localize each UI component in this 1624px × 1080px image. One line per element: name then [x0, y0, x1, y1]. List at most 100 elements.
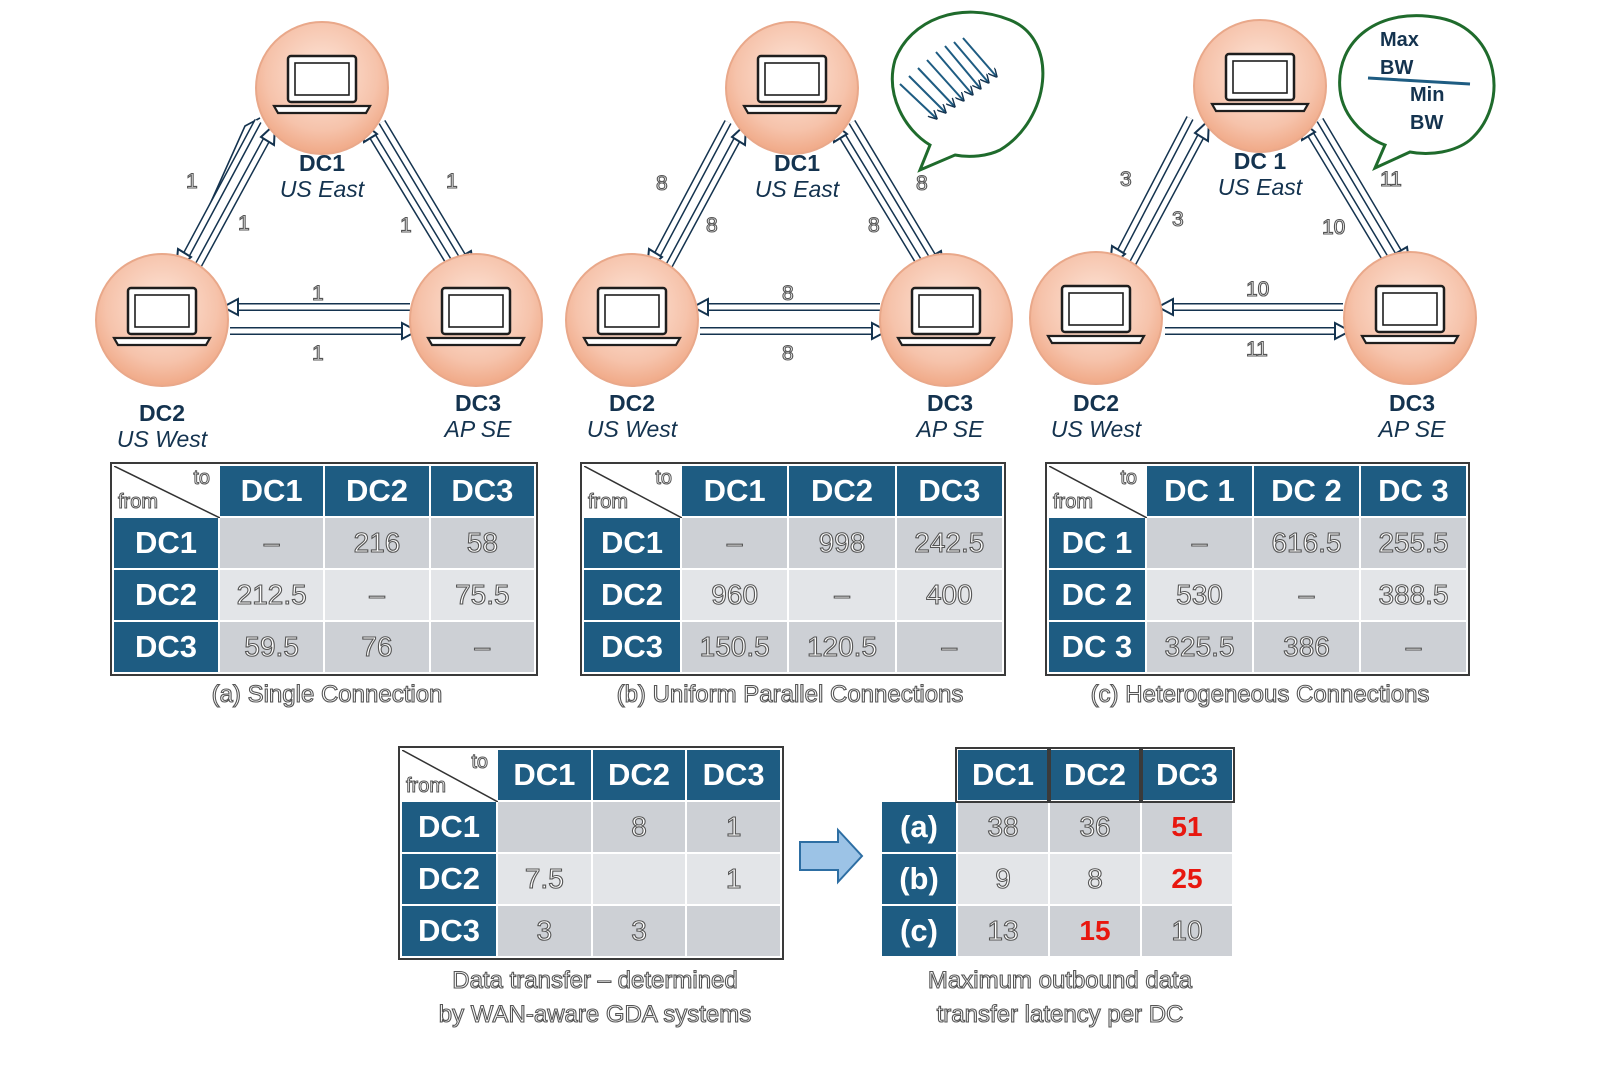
edge-label: 1 [399, 213, 412, 237]
node-name: DC2 [608, 390, 655, 416]
max-latency-cell: 15 [1048, 904, 1142, 958]
edge-label: 8 [867, 213, 880, 237]
table-cell: 255.5 [1359, 516, 1468, 570]
row-header: DC 3 [1047, 620, 1147, 674]
caption-max-latency: Maximum outbound data transfer latency p… [860, 964, 1260, 1031]
node-location: US East [754, 176, 840, 203]
row-header: DC2 [400, 852, 498, 906]
diagonal-divider [402, 750, 498, 802]
edge-label: 8 [781, 281, 794, 305]
table-cell [496, 800, 593, 854]
table-cell: 212.5 [217, 568, 326, 622]
table-cell: 75.5 [428, 568, 537, 622]
column-header: DC3 [1139, 747, 1235, 803]
node-name: DC1 [773, 150, 820, 176]
right-arrow-icon [799, 827, 864, 885]
edge-label: 8 [781, 341, 794, 365]
node-label-dc3: DC3 AP SE [418, 390, 538, 443]
bubble-min-label: Min [1410, 84, 1445, 106]
diagonal-divider [114, 466, 220, 518]
row-header: DC3 [400, 904, 498, 958]
table-cell: 76 [323, 620, 431, 674]
column-header: DC2 [787, 464, 897, 518]
table-cell: 10 [1140, 904, 1234, 958]
diagram-c [1029, 14, 1496, 385]
node-name: DC2 [138, 400, 185, 426]
caption-line: by WAN-aware GDA systems [438, 1000, 752, 1028]
diagram-b [565, 10, 1045, 387]
table-cell: 3 [590, 904, 688, 958]
corner-from-label: from [118, 491, 159, 514]
table-cell [590, 852, 688, 906]
row-header: (a) [880, 800, 958, 854]
caption-b: (b) Uniform Parallel Connections [616, 680, 964, 708]
table-cell: 388.5 [1359, 568, 1468, 622]
node-location: US West [1050, 416, 1142, 443]
column-header: DC 1 [1145, 464, 1254, 518]
row-header: DC 1 [1047, 516, 1147, 570]
table-corner [880, 748, 958, 802]
column-header: DC3 [894, 464, 1005, 518]
table-row: (a) 38 36 51 [880, 800, 1234, 854]
table-cell: 120.5 [787, 620, 897, 674]
row-header: DC1 [112, 516, 220, 570]
bubble-bw-label: BW [1380, 57, 1414, 79]
table-cell: 13 [956, 904, 1050, 958]
max-latency-table: DC1 DC2 DC3 (a) 38 36 51 (b) 9 8 25 (c) … [880, 747, 1235, 958]
table-row: DC2 960 – 400 [582, 568, 1005, 622]
node-name: DC1 [298, 150, 345, 176]
table-row: DC1 – 998 242.5 [582, 516, 1005, 570]
column-header: DC2 [1047, 747, 1143, 803]
table-row: DC 3 325.5 386 – [1047, 620, 1468, 674]
table-cell: 8 [590, 800, 688, 854]
table-cell: 1 [685, 852, 782, 906]
latency-table-a: to from DC1 DC2 DC3 DC1 – 216 58 DC2 212… [110, 462, 538, 676]
diagram-a [95, 21, 543, 387]
table-cell: 7.5 [496, 852, 593, 906]
node-name: DC 1 [1233, 148, 1287, 174]
row-header: (c) [880, 904, 958, 958]
table-cell: 960 [679, 568, 790, 622]
node-name: DC2 [1072, 390, 1119, 416]
table-cell: 616.5 [1252, 516, 1361, 570]
table-row: DC3 59.5 76 – [112, 620, 537, 674]
edge-label: 10 [1321, 215, 1346, 239]
node-label-dc3: DC3 AP SE [890, 390, 1010, 443]
node-location: AP SE [916, 416, 984, 443]
latency-table-c: to from DC 1 DC 2 DC 3 DC 1 – 616.5 255.… [1045, 462, 1470, 676]
node-location: US East [279, 176, 365, 203]
bandwidth-bubble [1338, 14, 1496, 171]
table-row: DC3 3 3 [400, 904, 782, 958]
caption-line: transfer latency per DC [936, 1000, 1184, 1028]
table-row: DC 1 – 616.5 255.5 [1047, 516, 1468, 570]
max-latency-cell: 51 [1140, 800, 1234, 854]
edge-label: 1 [185, 169, 198, 193]
table-cell: – [679, 516, 790, 570]
bubble-bw-label: BW [1410, 112, 1444, 134]
table-row: DC2 212.5 – 75.5 [112, 568, 537, 622]
table-cell: – [1145, 516, 1254, 570]
node-label-dc2: DC2 US West [102, 400, 222, 453]
table-row: DC1 – 216 58 [112, 516, 537, 570]
table-cell: 1 [685, 800, 782, 854]
caption-a: (a) Single Connection [211, 680, 443, 708]
table-row: DC 2 530 – 388.5 [1047, 568, 1468, 622]
caption-c: (c) Heterogeneous Connections [1090, 680, 1430, 708]
edge-label: 1 [311, 341, 324, 365]
edge-label: 3 [1171, 207, 1184, 231]
table-corner: to from [1047, 464, 1147, 518]
column-header: DC1 [496, 748, 593, 802]
table-corner: to from [112, 464, 220, 518]
table-cell: 58 [428, 516, 537, 570]
table-cell: 59.5 [217, 620, 326, 674]
node-name: DC3 [1388, 390, 1435, 416]
row-header: DC3 [112, 620, 220, 674]
latency-table-b: to from DC1 DC2 DC3 DC1 – 998 242.5 DC2 … [580, 462, 1006, 676]
table-cell: – [217, 516, 326, 570]
table-cell: 998 [787, 516, 897, 570]
parallel-connections-bubble [890, 10, 1045, 173]
max-latency-cell: 25 [1140, 852, 1234, 906]
table-cell: – [1252, 568, 1361, 622]
column-header: DC2 [323, 464, 431, 518]
